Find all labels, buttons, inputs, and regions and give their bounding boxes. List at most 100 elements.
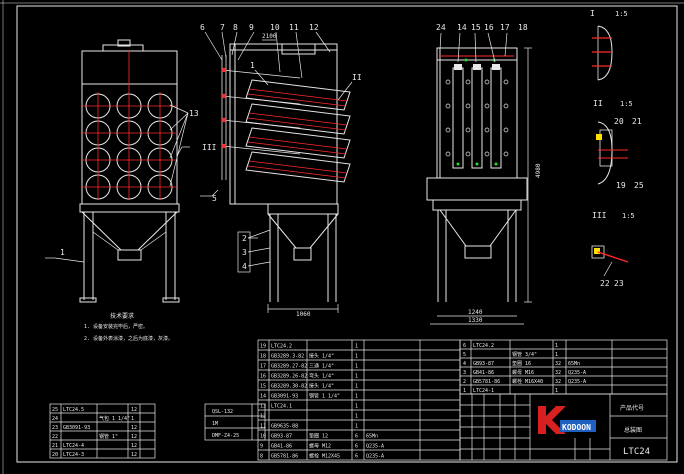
callout-side-12: 12: [309, 23, 319, 32]
left-table-cell: LTC24-4: [63, 443, 84, 449]
parts-table-cell: 6: [355, 454, 358, 460]
parts-table-cell: Q235-A: [366, 454, 384, 460]
sheet-border: [16, 5, 678, 463]
detail-I: I 1:5: [590, 9, 628, 81]
rear-bolts: [445, 79, 509, 157]
left-table-cell: LTC24-3: [63, 452, 84, 458]
callout-rear-18: 18: [518, 23, 528, 32]
parts-table-cell: LTC24.1: [271, 404, 292, 410]
parts-table-cell: GB3289.27-82: [271, 364, 307, 370]
left-table-cell: 21: [52, 443, 58, 449]
right-table-cell: 65Mn: [568, 361, 580, 367]
dim-rear-base-inner: 1240: [468, 309, 483, 316]
callout-side-7: 7: [220, 23, 225, 32]
parts-table-cell: 9: [260, 444, 263, 450]
right-table-cell: 螺母 M16: [512, 369, 534, 376]
left-table-cell: 12: [131, 425, 137, 431]
callout-side-10: 10: [270, 23, 280, 32]
side-cartridge-hatching: [247, 88, 348, 179]
right-table-cell: 1: [555, 388, 558, 394]
right-table-cell: 32: [555, 361, 561, 367]
parts-table-cell: GB3091-93: [271, 394, 298, 400]
right-table-cell: 6: [463, 343, 466, 349]
callout-side-2: 2: [242, 234, 247, 243]
dim-side-base: 1060: [296, 311, 311, 318]
detail-I-label: I: [590, 9, 595, 18]
left-table-cell: 24: [52, 416, 58, 422]
detail-I-scale: 1:5: [615, 10, 628, 18]
right-table-lines: [460, 348, 667, 386]
technical-notes: 技术要求 1. 设备安装完毕后，严密。 2. 设备外表涂漆，之后为底漆，灰漆。: [84, 312, 173, 342]
left-parts-table: [49, 403, 156, 459]
detail-III: III 1:5 22 23: [591, 211, 635, 288]
callout-front-III: III: [202, 143, 217, 152]
right-table-cell: 垫圈 16: [512, 360, 531, 367]
mid-table-cell: 1M: [212, 421, 218, 427]
parts-table-cell: GB3289.30-82: [271, 384, 307, 390]
parts-table-cell: 钢管 1 1/4": [309, 393, 340, 400]
callout-rear-14: 14: [457, 23, 467, 32]
parts-table-cell: 14: [260, 394, 266, 400]
left-table-cell: GB3091-93: [63, 425, 90, 431]
right-table-cell: 32: [555, 379, 561, 385]
side-blowpipes: [221, 55, 301, 180]
parts-table-cell: 弯头 1/4": [309, 373, 334, 380]
parts-table-cell: Q235-A: [366, 444, 384, 450]
front-view: [79, 39, 180, 303]
callout-side-6: 6: [200, 23, 205, 32]
mid-table-cell: DMF-Z4-25: [212, 433, 239, 439]
right-table-cell: GB93-87: [473, 361, 494, 367]
parts-table-cell: 螺母 M12: [309, 443, 331, 450]
title-block: [459, 393, 668, 461]
notes-line-2: 2. 设备外表涂漆，之后为底漆，灰漆。: [84, 335, 173, 342]
parts-table-cell: 6: [355, 434, 358, 440]
detail-III-scale: 1:5: [622, 212, 635, 220]
left-table-cell: 23: [52, 425, 58, 431]
notes-title: 技术要求: [110, 312, 134, 320]
kodoon-logo: KODOON: [538, 406, 596, 434]
right-table-cell: 3: [463, 370, 466, 376]
callout-side-11: 11: [289, 23, 299, 32]
parts-table-cell: 6: [355, 444, 358, 450]
detail-II-scale: 1:5: [620, 100, 633, 108]
right-table-cell: GB41-86: [473, 370, 494, 376]
detail-II-label: II: [593, 99, 603, 108]
callout-side-II: II: [352, 73, 362, 82]
parts-table-cell: 1: [355, 344, 358, 350]
parts-table-cell: 19: [260, 344, 266, 350]
right-table-cell: 钢管 3/4": [512, 351, 537, 358]
parts-table-cell: 10: [260, 434, 266, 440]
stamp-assembly: 总装图: [624, 426, 642, 434]
parts-table-cell: 1: [355, 394, 358, 400]
mid-table: [204, 403, 266, 441]
parts-table-cell: GB5781-86: [271, 454, 298, 460]
callout-side-8: 8: [233, 23, 238, 32]
parts-table-cell: 11: [260, 424, 266, 430]
right-table-cell: 4: [463, 361, 466, 367]
dim-rear-height: 4980: [535, 163, 542, 178]
right-table-cell: 螺栓 M16X40: [512, 378, 543, 385]
stamp-product-code: 产品代号: [620, 404, 644, 412]
callout-side-9: 9: [249, 23, 254, 32]
callout-front-13: 13: [189, 109, 199, 118]
callout-side-1: 1: [250, 61, 255, 70]
callout-rear-24: 24: [436, 23, 446, 32]
dim-rear-base-outer: 1330: [468, 317, 483, 324]
parts-table-cell: GB3289.26-82: [271, 374, 307, 380]
parts-table-cell: 垫圈 12: [309, 433, 328, 440]
callout-rear-17: 17: [500, 23, 510, 32]
drawing-title: LTC24: [623, 447, 650, 457]
right-table-cell: GB5781-86: [473, 379, 500, 385]
detail-II: II 1:5 20 21 19 25: [593, 99, 644, 190]
parts-table-cell: 接头 1/4": [309, 383, 334, 390]
callout-II-21: 21: [632, 117, 642, 126]
side-valve-markers: [221, 67, 227, 149]
callout-II-25: 25: [634, 181, 644, 190]
parts-table-cell: 螺栓 M12X45: [309, 453, 340, 460]
left-table-cell: 气包 1 1/4": [99, 415, 130, 422]
parts-table-cell: 1: [355, 424, 358, 430]
parts-table-cell: 16: [260, 374, 266, 380]
callout-rear-16: 16: [484, 23, 494, 32]
